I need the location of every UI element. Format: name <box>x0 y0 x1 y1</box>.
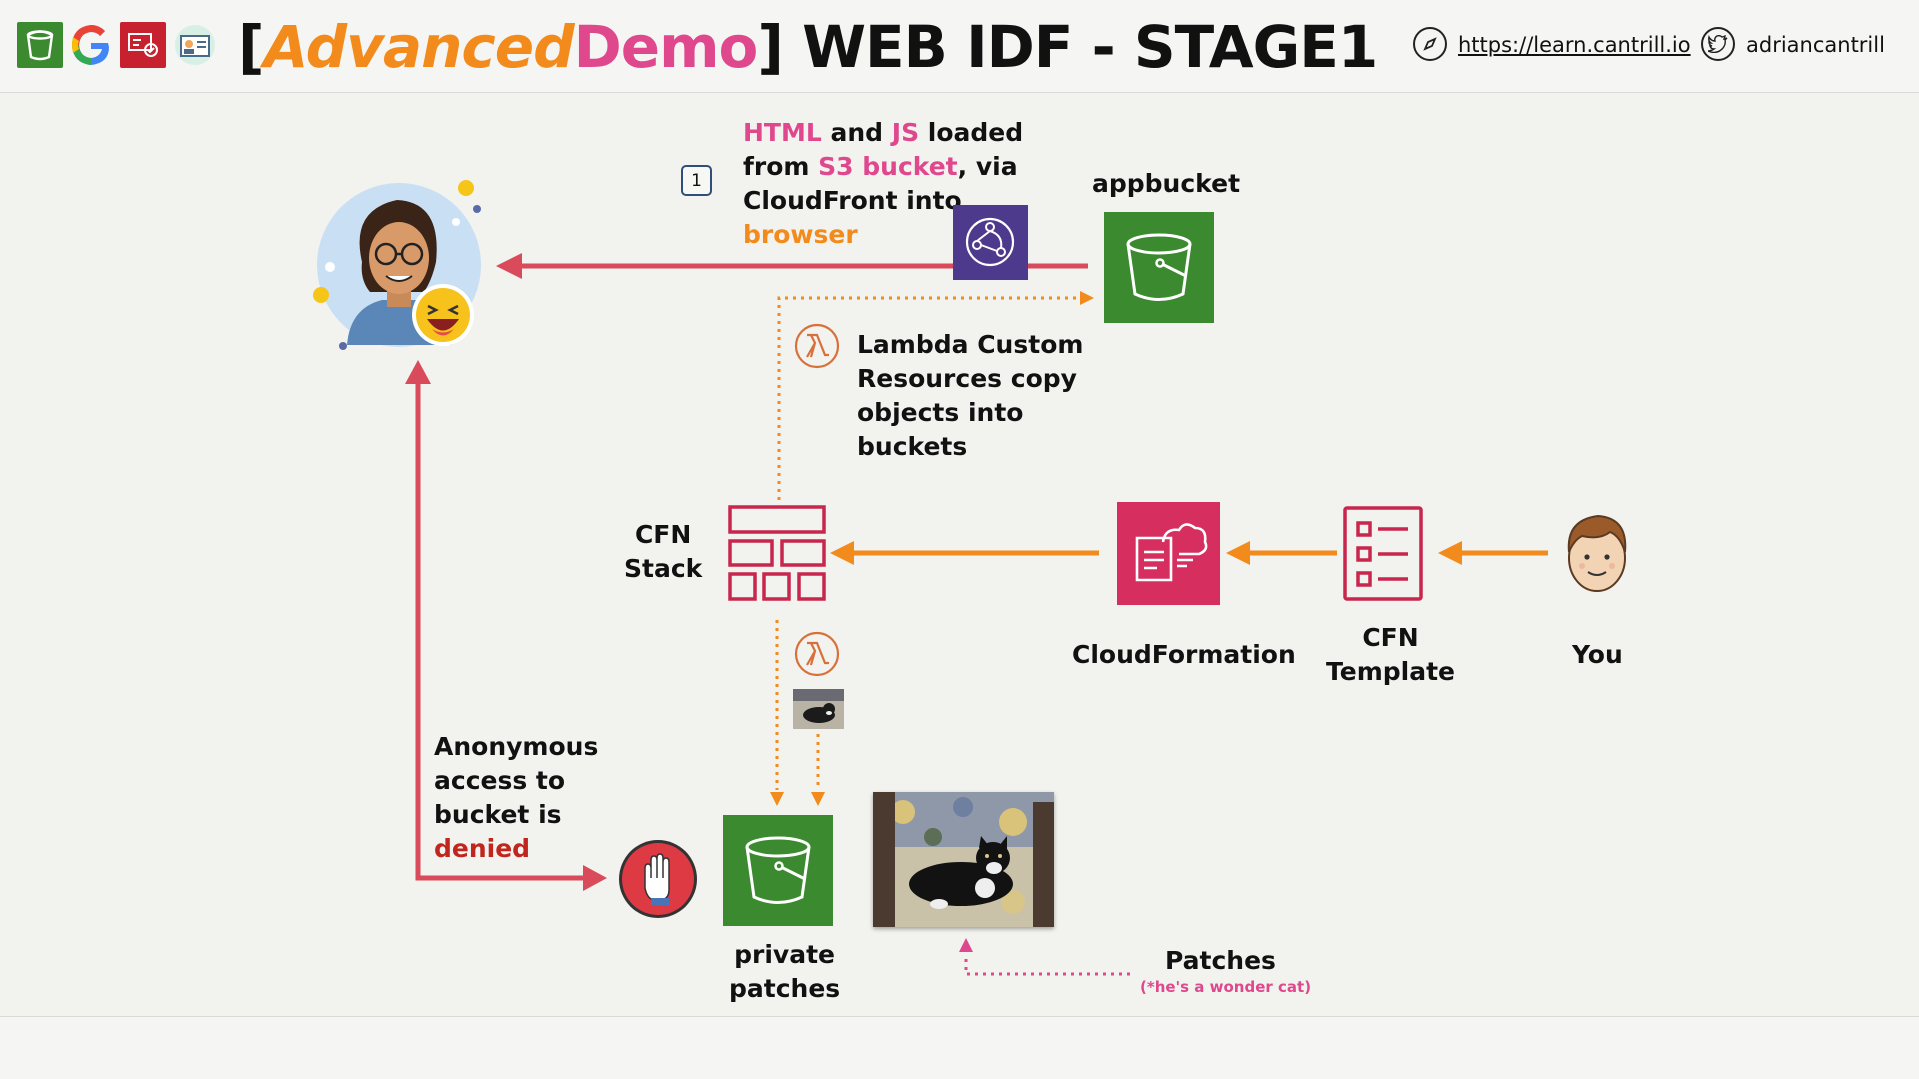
cfn-template-line-2: Template <box>1326 657 1455 686</box>
loaded-word: loaded <box>919 118 1024 147</box>
anonymous-line-2: access to <box>434 766 566 795</box>
and-word: and <box>821 118 892 147</box>
cfn-template-line-1: CFN <box>1362 623 1419 652</box>
via-word: , via <box>957 152 1018 181</box>
cfn-stack-label: CFN Stack <box>624 518 702 586</box>
twitter-handle[interactable]: adriancantrill <box>1746 33 1885 57</box>
patches-cat-photo <box>873 792 1054 927</box>
private-patches-label: private patches <box>729 938 840 1006</box>
cfn-template-label: CFN Template <box>1326 621 1455 689</box>
google-icon <box>68 22 114 68</box>
browser-word: browser <box>743 220 858 249</box>
lambda-line-4: buckets <box>857 432 968 461</box>
page-title: [AdvancedDemo] WEB IDF - STAGE1 <box>238 12 1378 82</box>
lambda-icon-2 <box>793 630 841 678</box>
cloudformation-icon <box>1117 502 1220 605</box>
private-line-2: patches <box>729 974 841 1003</box>
website-link[interactable]: https://learn.cantrill.io <box>1458 33 1691 57</box>
title-bracket-open: [ <box>238 13 264 81</box>
compass-icon <box>1413 27 1447 61</box>
cloudformation-label: CloudFormation <box>1072 640 1296 669</box>
from-word: from <box>743 152 819 181</box>
twitter-icon <box>1701 27 1735 61</box>
js-word: JS <box>891 118 920 147</box>
s3-bucket-icon <box>17 22 63 68</box>
patches-note: (*he's a wonder cat) <box>1140 978 1312 996</box>
title-advanced: Advanced <box>263 13 575 81</box>
title-demo: Demo <box>573 13 759 81</box>
lambda-icon <box>793 322 841 370</box>
lambda-line-1: Lambda Custom <box>857 330 1084 359</box>
private-patches-s3-icon <box>723 815 833 926</box>
denied-word: denied <box>434 834 531 863</box>
s3-bucket-word: S3 bucket <box>818 152 958 181</box>
lambda-line-2: Resources copy <box>857 364 1077 393</box>
cloudfront-icon <box>953 205 1028 280</box>
identity-card-icon <box>172 22 218 68</box>
anonymous-line-3: bucket is <box>434 800 562 829</box>
step-number: 1 <box>691 170 702 191</box>
iam-icon <box>120 22 166 68</box>
patches-label: Patches <box>1165 946 1276 975</box>
title-rest: ] WEB IDF - STAGE1 <box>757 13 1378 81</box>
cfn-stack-line-2: Stack <box>624 554 703 583</box>
header-bar: [AdvancedDemo] WEB IDF - STAGE1 https://… <box>0 0 1919 93</box>
cat-thumbnail <box>793 689 844 729</box>
you-avatar <box>1562 510 1632 595</box>
step-badge: 1 <box>681 165 712 196</box>
anonymous-line-1: Anonymous <box>434 732 599 761</box>
user-avatar <box>312 180 482 350</box>
cfn-stack-icon <box>727 504 827 602</box>
access-denied-icon <box>617 838 699 920</box>
you-label: You <box>1572 640 1623 669</box>
private-line-1: private <box>734 940 836 969</box>
cfn-stack-line-1: CFN <box>634 520 692 549</box>
cloudfront-into-line: CloudFront into <box>743 186 962 215</box>
lambda-line-3: objects into <box>857 398 1024 427</box>
anonymous-access-text: Anonymous access to bucket is denied <box>434 730 598 866</box>
appbucket-s3-icon <box>1104 212 1214 323</box>
cfn-template-icon <box>1342 505 1424 602</box>
footer-divider <box>0 1016 1919 1017</box>
lambda-description: Lambda Custom Resources copy objects int… <box>857 328 1083 464</box>
step1-description: HTML and JS loaded from S3 bucket, via C… <box>743 116 1023 252</box>
html-word: HTML <box>743 118 822 147</box>
appbucket-label: appbucket <box>1092 169 1241 198</box>
footer-band <box>0 1017 1919 1079</box>
